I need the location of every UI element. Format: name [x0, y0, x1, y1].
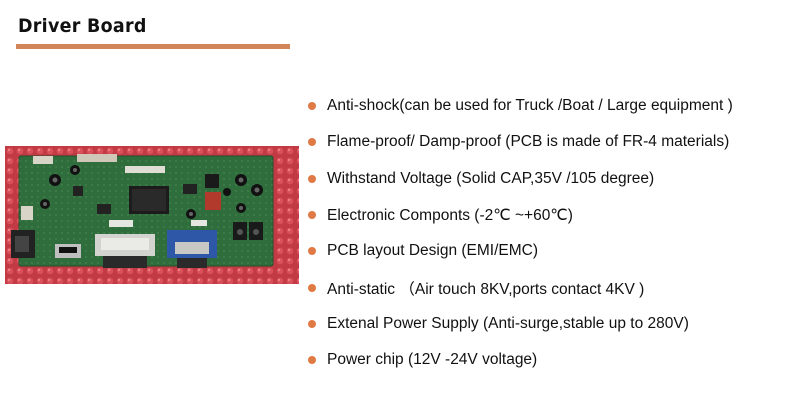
feature-item: Extenal Power Supply (Anti-surge,stable …: [308, 306, 796, 342]
bullet-icon: [308, 138, 316, 147]
feature-item: Anti-shock(can be used for Truck /Boat /…: [308, 88, 796, 124]
title-underline: [16, 44, 290, 49]
feature-item: Power chip (12V -24V voltage): [308, 342, 796, 378]
feature-list: Anti-shock(can be used for Truck /Boat /…: [308, 88, 796, 378]
feature-item: Withstand Voltage (Solid CAP,35V /105 de…: [308, 161, 796, 197]
page-title: Driver Board: [18, 15, 147, 37]
bullet-icon: [308, 211, 316, 220]
bullet-icon: [308, 356, 316, 365]
feature-item: Flame-proof/ Damp-proof (PCB is made of …: [308, 124, 796, 160]
feature-item: Anti-static （Air touch 8KV,ports contact…: [308, 269, 796, 305]
feature-text: Extenal Power Supply (Anti-surge,stable …: [327, 314, 689, 332]
bullet-icon: [308, 102, 316, 111]
feature-text: Anti-static （Air touch 8KV,ports contact…: [327, 280, 645, 298]
bullet-icon: [308, 319, 316, 328]
feature-item: Electronic Componts (-2℃ ~+60℃): [308, 197, 796, 233]
feature-text: Withstand Voltage (Solid CAP,35V /105 de…: [327, 169, 655, 187]
feature-text: PCB layout Design (EMI/EMC): [327, 242, 539, 260]
bullet-icon: [308, 174, 316, 183]
feature-text: Electronic Componts (-2℃ ~+60℃): [327, 206, 573, 224]
feature-text: Anti-shock(can be used for Truck /Boat /…: [327, 97, 733, 115]
feature-text: Flame-proof/ Damp-proof (PCB is made of …: [327, 133, 730, 151]
feature-text: Power chip (12V -24V voltage): [327, 351, 538, 369]
feature-item: PCB layout Design (EMI/EMC): [308, 233, 796, 269]
bullet-icon: [308, 247, 316, 256]
bullet-icon: [308, 283, 316, 292]
driver-board-photo: [5, 146, 299, 284]
